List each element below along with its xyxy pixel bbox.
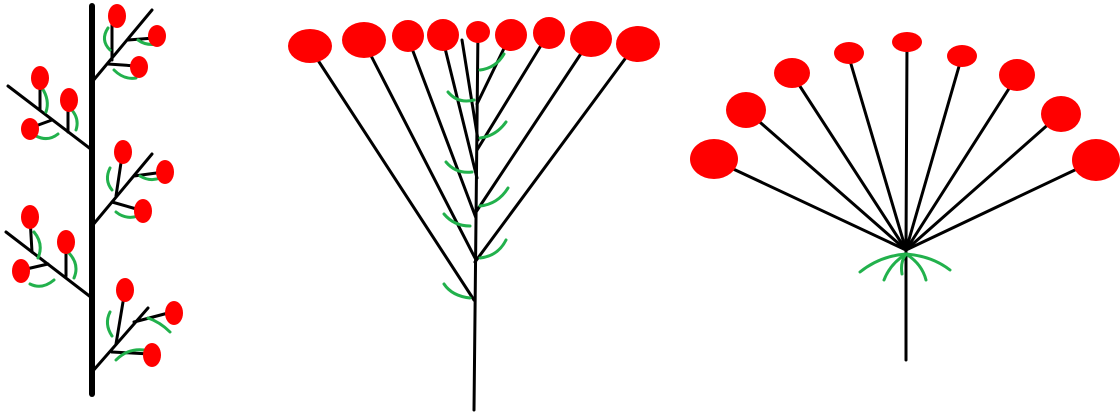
flower xyxy=(570,21,612,57)
flower xyxy=(533,17,565,49)
flower xyxy=(116,278,134,302)
flower xyxy=(60,88,78,112)
flower xyxy=(834,42,864,64)
flower xyxy=(165,301,183,325)
figure-umbel xyxy=(690,32,1120,362)
flower xyxy=(495,19,527,51)
flower xyxy=(21,205,39,229)
figure-corymb xyxy=(288,17,660,412)
flower xyxy=(466,21,490,43)
flower xyxy=(130,56,148,78)
flower xyxy=(148,25,166,47)
flower xyxy=(774,58,810,88)
branch-cluster xyxy=(4,205,94,300)
branch-cluster xyxy=(6,66,94,152)
flower xyxy=(726,92,766,128)
flower xyxy=(134,199,152,223)
flower xyxy=(392,20,424,52)
flower xyxy=(21,118,39,140)
branch-cluster xyxy=(90,4,166,84)
flower xyxy=(947,45,977,67)
flower xyxy=(1041,96,1081,132)
flower xyxy=(108,4,126,28)
involucre xyxy=(858,252,908,274)
flower xyxy=(31,66,49,90)
flower xyxy=(616,26,660,62)
flower xyxy=(427,19,459,51)
flower xyxy=(999,59,1035,91)
figure-panicle xyxy=(4,3,183,397)
flower xyxy=(156,160,174,184)
flower xyxy=(288,29,332,63)
flower xyxy=(1072,139,1120,181)
branch-cluster xyxy=(90,140,174,228)
flower xyxy=(342,22,386,58)
flower xyxy=(12,259,30,283)
flower xyxy=(57,230,75,254)
flower xyxy=(892,32,922,52)
flower xyxy=(690,139,738,179)
flower xyxy=(114,140,132,164)
branch-cluster xyxy=(90,278,183,374)
flower xyxy=(143,343,161,367)
